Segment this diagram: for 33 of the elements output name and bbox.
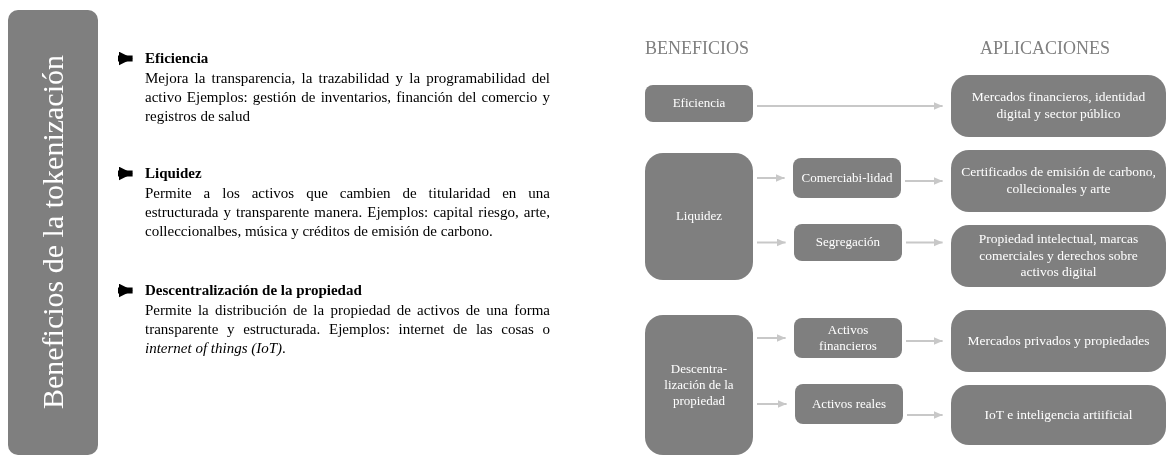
heading: Eficiencia [145, 50, 210, 67]
benefit-box: Activos financieros [794, 318, 902, 358]
application-box: Mercados privados y propiedades [951, 310, 1166, 372]
application-box: IoT e inteligencia artiificial [951, 385, 1166, 445]
arrow [118, 283, 133, 298]
arrow [906, 411, 944, 419]
heading: Liquidez [145, 165, 203, 182]
arrow [756, 238, 787, 247]
benefit-box: Activos reales [795, 384, 903, 424]
benefit-box: Segregación [794, 224, 902, 261]
category-box: Liquidez [645, 153, 753, 280]
arrow [756, 400, 788, 408]
benefit-box: Eficiencia [645, 85, 753, 122]
arrow [756, 334, 787, 342]
application-box: Certificados de emisión de carbono, collecionales y arte [951, 150, 1166, 212]
arrow [118, 51, 133, 66]
column-heading: BENEFICIOS [645, 38, 749, 59]
application-box: Mercados financieros, identidad digital y sector público [951, 75, 1166, 137]
description: Mejora la transparencia, la trazabilidad y la programabilidad del activo Ejemplos: gestión de inventarios, financión del comercio y registros de salud [145, 69, 550, 126]
heading: Descentralización de la propiedad [145, 282, 363, 299]
benefit-box: Comerciabi-lidad [793, 158, 901, 198]
category-box: Descentra-lización de la propiedad [645, 315, 753, 455]
column-heading: APLICACIONES [980, 38, 1110, 59]
arrow [904, 177, 944, 185]
application-box: Propiedad intelectual, marcas comerciales y derechos sobre activos digital [951, 225, 1166, 287]
arrow [118, 166, 133, 181]
arrow [756, 174, 786, 182]
arrow [756, 102, 944, 110]
title-banner: Beneficios de la tokenización [8, 10, 98, 455]
arrow [905, 238, 944, 247]
description: Permite la distribución de la propiedad de activos de una forma transparente y estructurada. Ejemplos: internet de las cosas o internet of things (IoT). [145, 301, 550, 358]
description: Permite a los activos que cambien de titularidad en una estructurada y transparente manera. Ejemplos: capital riesgo, arte, colleccionalbes, música y créditos de emisión de carbono. [145, 184, 550, 241]
arrow [905, 337, 944, 345]
